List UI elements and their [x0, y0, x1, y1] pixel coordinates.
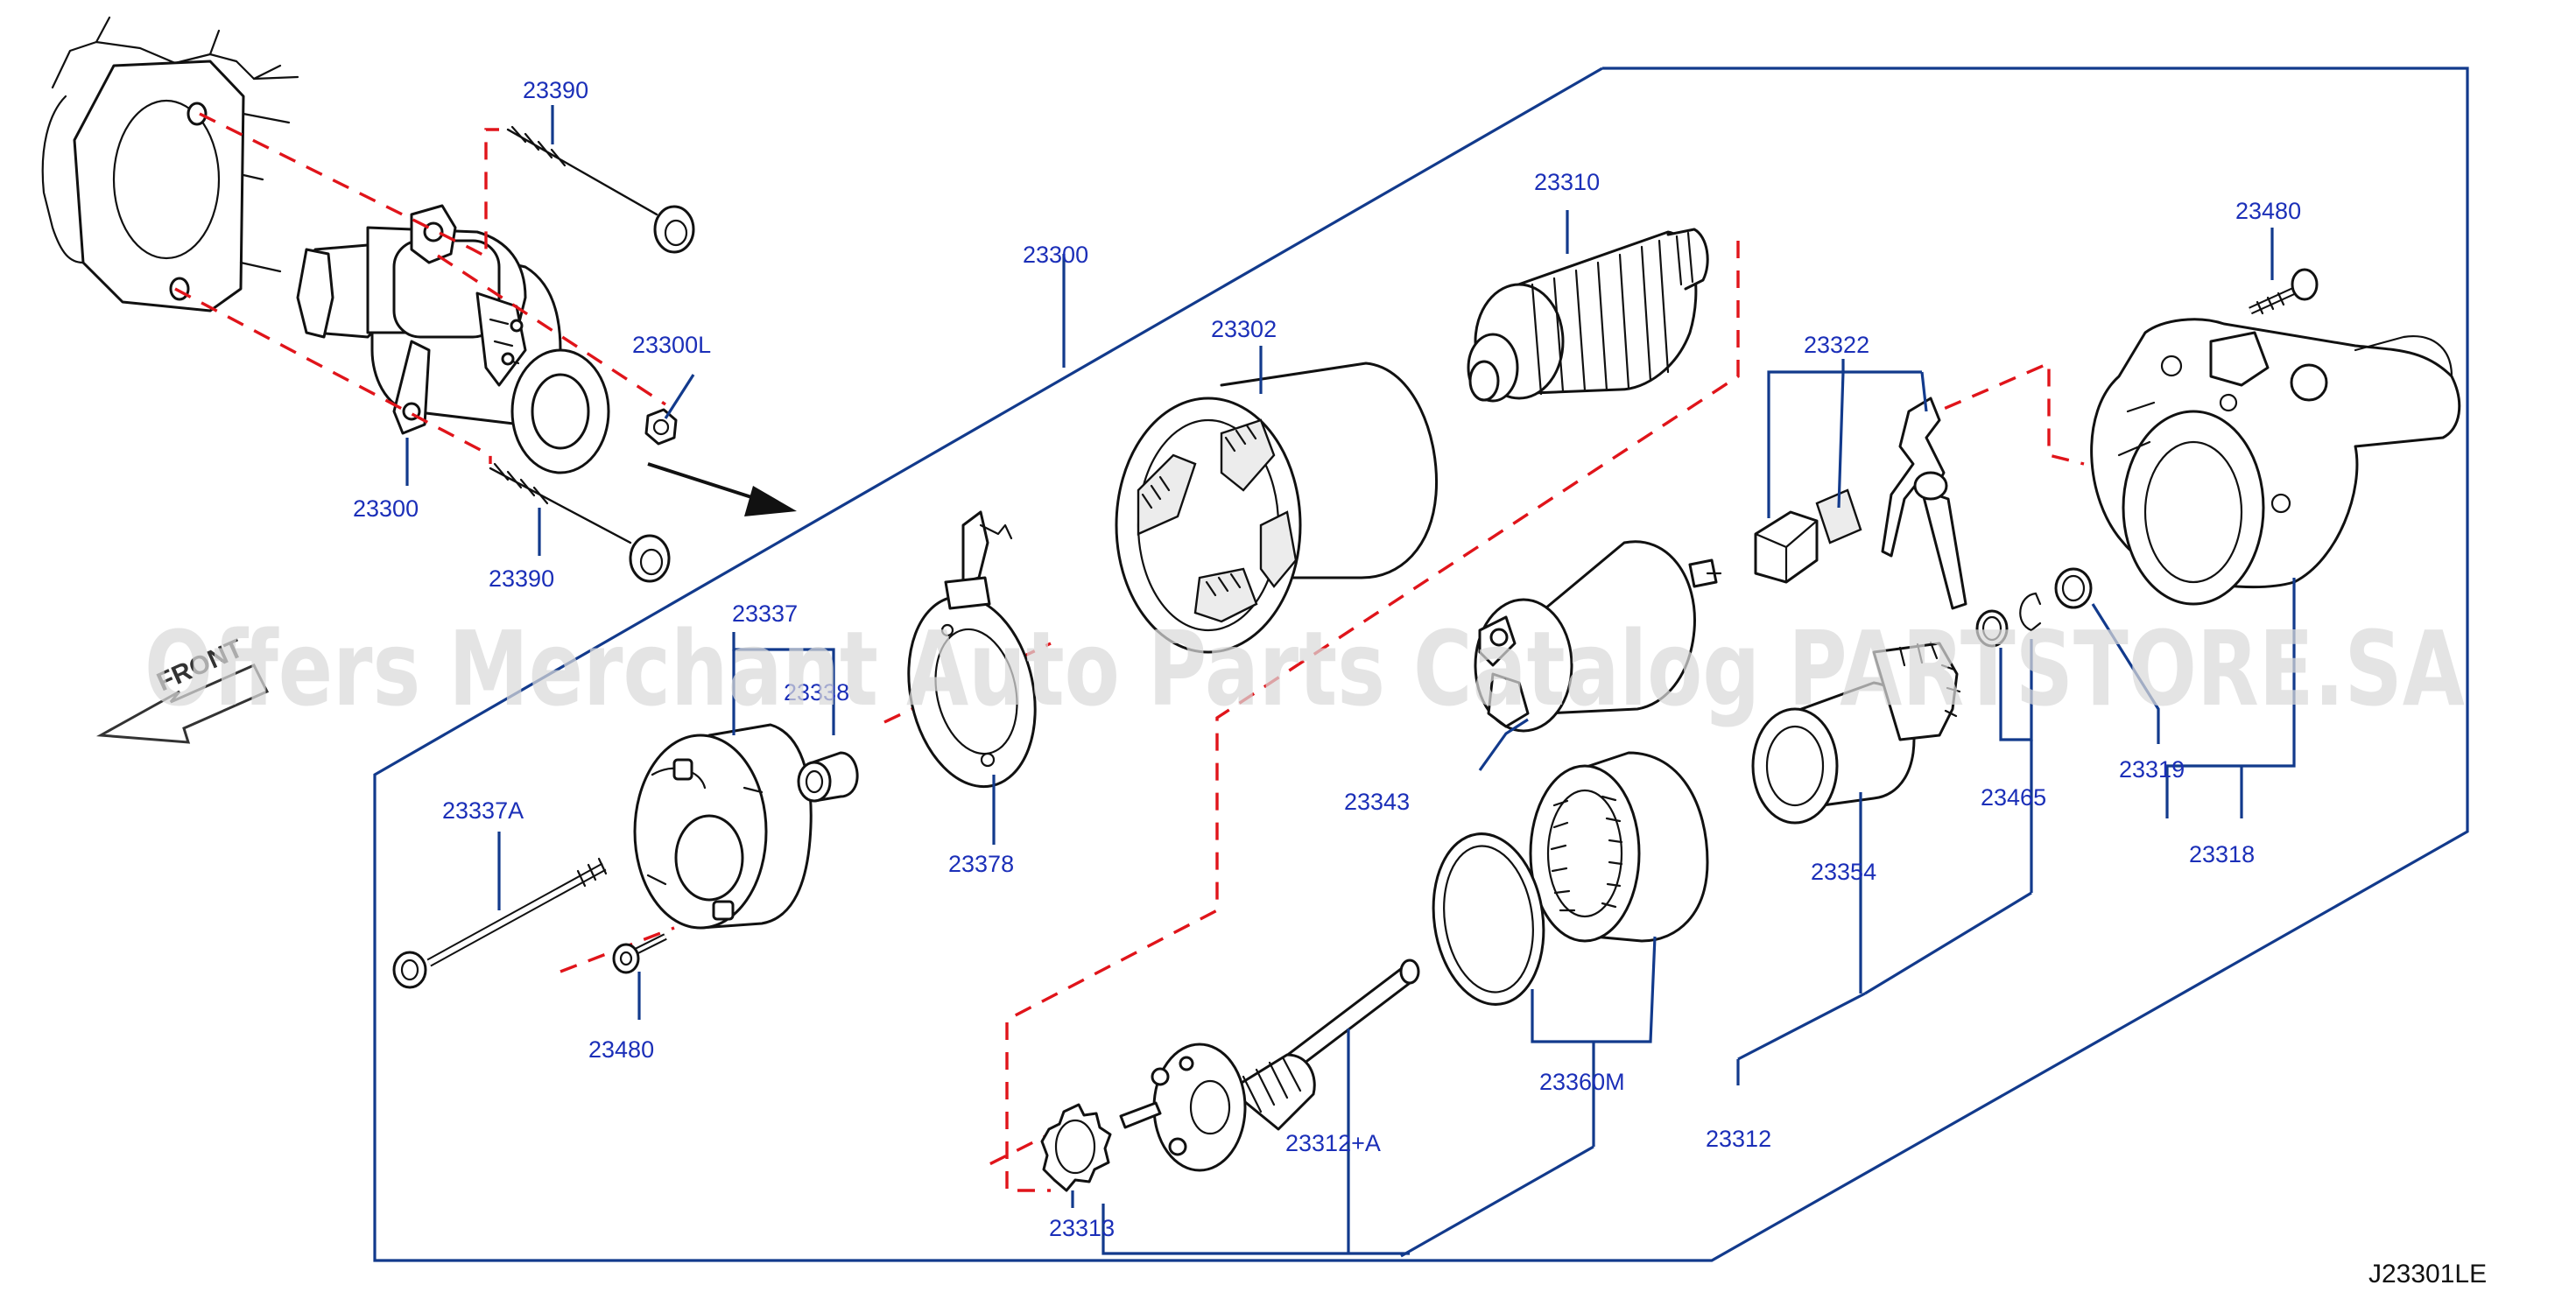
gear-housing-23318 [2090, 318, 2461, 606]
callout-23378[interactable]: 23378 [948, 851, 1014, 877]
bolt-23390-top [506, 125, 695, 254]
callout-labels: 23390 23300L 23300 23390 23300 23302 233… [353, 77, 2301, 1241]
bolt-23480-top [2249, 268, 2319, 315]
bushing-23338 [797, 751, 859, 803]
callout-23312A[interactable]: 23312+A [1285, 1130, 1381, 1156]
callout-23322[interactable]: 23322 [1804, 332, 1869, 358]
callout-23465[interactable]: 23465 [1981, 784, 2046, 811]
yoke-23302 [1115, 362, 1439, 654]
callout-23360M[interactable]: 23360M [1539, 1069, 1625, 1095]
callout-23302[interactable]: 23302 [1211, 316, 1277, 342]
engine-block-outline [41, 16, 299, 312]
leader-lines [405, 105, 2296, 1258]
armature-23310 [1467, 228, 1709, 403]
assembly-frame [373, 67, 2469, 1262]
brush-plate-23378 [907, 510, 1037, 789]
callout-23300L[interactable]: 23300L [632, 332, 711, 358]
solenoid-23343 [1474, 540, 1722, 733]
callout-23390-top[interactable]: 23390 [523, 77, 588, 103]
through-bolt-23337A [392, 857, 608, 989]
internal-gear-23360M [1529, 751, 1709, 943]
callout-23354[interactable]: 23354 [1811, 859, 1876, 885]
callout-23313[interactable]: 23313 [1049, 1215, 1115, 1241]
bearing-23319 [2054, 567, 2093, 609]
callout-23319[interactable]: 23319 [2119, 756, 2185, 783]
callout-23343[interactable]: 23343 [1344, 789, 1410, 815]
callout-23312[interactable]: 23312 [1706, 1126, 1771, 1152]
mounting-dash-lines [174, 112, 666, 464]
watermark: Offers Merchant Auto Parts Catalog PARTS… [144, 608, 2465, 729]
callout-23318[interactable]: 23318 [2189, 841, 2255, 867]
direction-arrow [647, 462, 797, 516]
callout-23337A[interactable]: 23337A [442, 797, 524, 824]
pinion-gear-23313 [1040, 1103, 1112, 1192]
rear-cover-23337 [633, 723, 813, 930]
callout-23338[interactable]: 23338 [784, 679, 849, 706]
callout-23310[interactable]: 23310 [1534, 169, 1600, 195]
brush-holder-23322 [1754, 397, 1967, 610]
callout-23300-frame[interactable]: 23300 [1023, 242, 1088, 268]
ring-23360M [1432, 832, 1545, 1006]
bolt-23390-bottom [489, 462, 671, 583]
starter-motor-assembled [296, 204, 610, 474]
diagram-code: J23301LE [2368, 1260, 2487, 1288]
callout-23300-left[interactable]: 23300 [353, 495, 419, 522]
overrunning-clutch-23354 [1751, 641, 1961, 825]
callout-23337[interactable]: 23337 [732, 600, 798, 627]
bolt-23480-bottom [612, 933, 667, 974]
callout-23390-bottom[interactable]: 23390 [489, 565, 554, 592]
callout-23480-bottom[interactable]: 23480 [588, 1036, 654, 1063]
washers-23465 [1975, 592, 2042, 648]
pinion-shaft-23312A [1119, 958, 1420, 1172]
callout-23480-top[interactable]: 23480 [2235, 198, 2301, 224]
nut-23300L [644, 408, 678, 446]
